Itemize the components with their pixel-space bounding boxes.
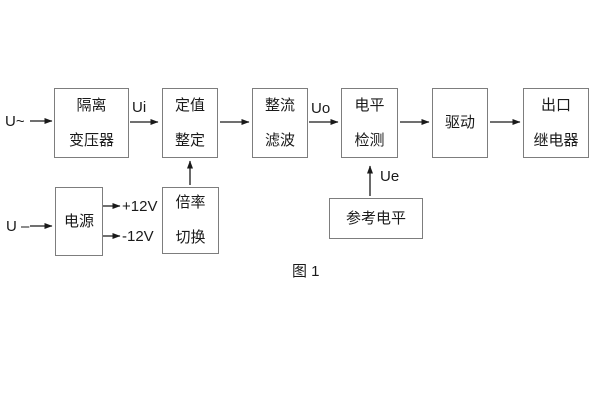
block-rectifier-filter: 整流 滤波 xyxy=(252,88,308,158)
signal-label-ui: Ui xyxy=(132,99,147,116)
input-label-ac: U~ xyxy=(5,113,25,130)
block-label: 继电器 xyxy=(533,131,579,149)
block-label: 驱动 xyxy=(444,114,475,131)
signal-label-minus12v: -12V xyxy=(122,228,154,245)
block-label: 隔离 xyxy=(76,96,107,114)
block-label: 整定 xyxy=(174,131,205,149)
block-output-relay: 出口 继电器 xyxy=(523,88,589,158)
block-reference-level: 参考电平 xyxy=(329,198,423,239)
block-label: 参考电平 xyxy=(345,209,406,227)
block-driver: 驱动 xyxy=(432,88,488,158)
block-label: 检测 xyxy=(354,131,385,149)
block-label: 电平 xyxy=(354,96,385,114)
block-label: 定值 xyxy=(174,96,205,114)
block-isolation-transformer: 隔离 变压器 xyxy=(54,88,129,158)
signal-label-plus12v: +12V xyxy=(122,198,158,215)
block-label: 出口 xyxy=(540,96,571,114)
block-label: 变压器 xyxy=(68,131,114,149)
block-power-supply: 电源 xyxy=(55,187,103,256)
input-label-dc: U – xyxy=(6,218,30,235)
figure-caption: 图 1 xyxy=(292,263,320,280)
block-label: 电源 xyxy=(63,212,94,230)
block-ratio-switch: 倍率 切换 xyxy=(162,187,219,254)
block-label: 倍率 xyxy=(175,194,206,211)
block-label: 整流 xyxy=(264,96,295,114)
signal-label-uo: Uo xyxy=(311,100,331,117)
block-label: 滤波 xyxy=(264,131,295,149)
block-label: 切换 xyxy=(175,229,206,246)
block-level-detect: 电平 检测 xyxy=(341,88,398,158)
block-setting-adjust: 定值 整定 xyxy=(162,88,218,158)
signal-label-ue: Ue xyxy=(380,168,400,185)
